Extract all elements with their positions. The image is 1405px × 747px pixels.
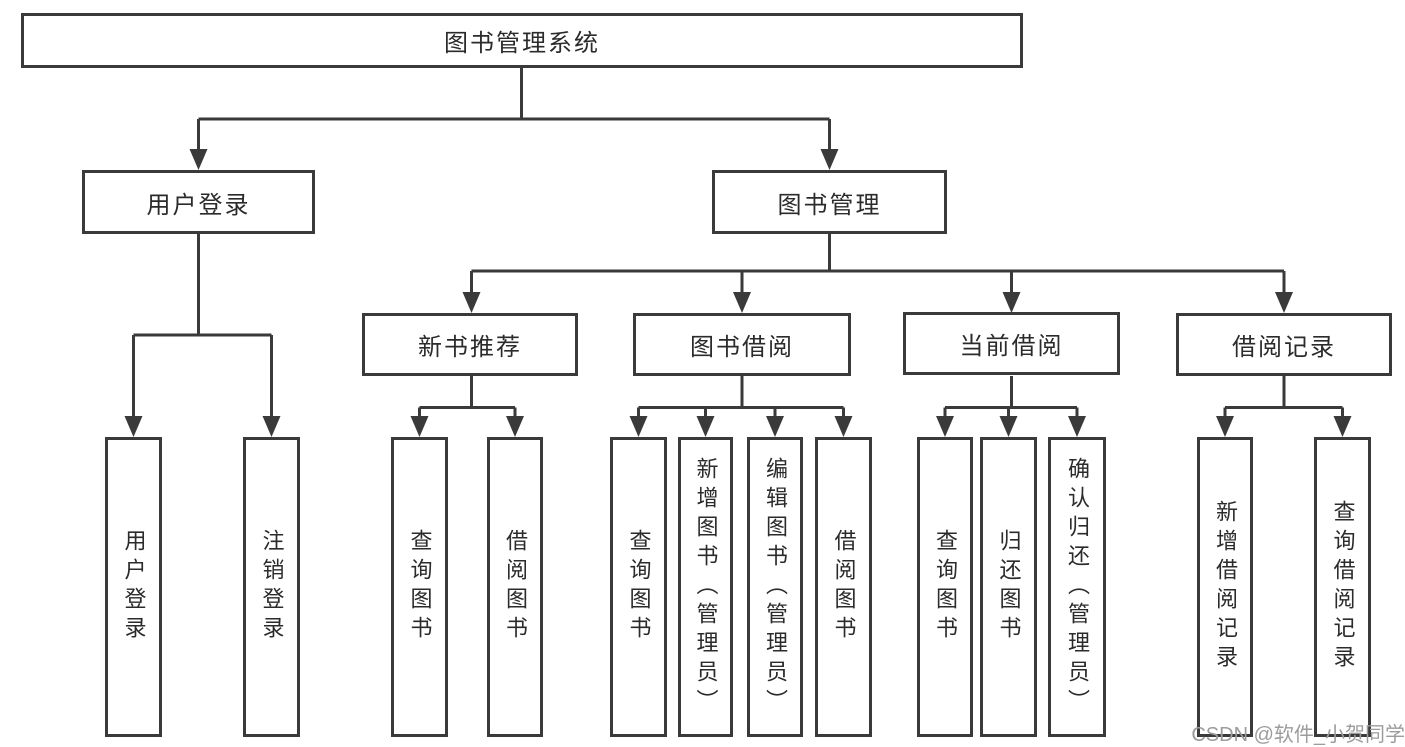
leaf-confirm-return-admin: 确认归还（管理员） <box>1048 437 1106 737</box>
leaf-label: 注销登录 <box>259 529 285 645</box>
leaf-query-borrow-record: 查询借阅记录 <box>1314 437 1371 737</box>
leaf-label: 查询图书 <box>933 529 958 645</box>
arrowhead-icon <box>766 416 784 437</box>
edge-current-borrow-to-children <box>936 376 1086 437</box>
leaf-label: 查询图书 <box>626 529 652 645</box>
leaf-borrow-books: 借阅图书 <box>815 437 872 737</box>
arrowhead-icon <box>189 149 208 170</box>
connector-lines <box>470 234 1286 295</box>
leaf-borrow-books-recommend: 借阅图书 <box>487 437 543 737</box>
arrowhead-icon <box>1068 416 1086 437</box>
leaf-query-books-recommend: 查询图书 <box>391 437 448 737</box>
leaf-label: 借阅图书 <box>831 529 857 645</box>
edge-book-management-to-level3 <box>462 234 1293 313</box>
edge-borrow-records-to-children <box>1216 376 1352 437</box>
arrowhead-icon <box>462 292 481 313</box>
node-user-login: 用户登录 <box>82 170 315 234</box>
leaf-user-login: 用户登录 <box>105 437 162 737</box>
arrowhead-icon <box>696 416 715 437</box>
leaf-label: 用户登录 <box>121 529 147 645</box>
leaf-add-borrow-record: 新增借阅记录 <box>1197 437 1253 737</box>
node-new-book-recommend: 新书推荐 <box>362 313 578 376</box>
leaf-logout: 注销登录 <box>243 437 300 737</box>
arrowhead-icon <box>999 416 1018 437</box>
arrowhead-icon <box>262 416 281 437</box>
edge-root-to-level2 <box>189 68 839 170</box>
connector-lines <box>943 376 1079 419</box>
leaf-edit-books-admin: 编辑图书（管理员） <box>747 437 803 737</box>
leaf-label: 新增图书（管理员） <box>693 456 719 718</box>
arrowhead-icon <box>1216 416 1234 437</box>
leaf-label: 确认归还（管理员） <box>1065 456 1090 718</box>
arrowhead-icon <box>1333 416 1352 437</box>
arrowhead-icon <box>733 292 751 313</box>
leaf-label: 归还图书 <box>996 529 1022 645</box>
node-book-borrow: 图书借阅 <box>633 313 851 376</box>
watermark: CSDN @软件_小贺同学 <box>1191 724 1405 746</box>
connector-lines <box>132 234 273 419</box>
connector-lines <box>197 68 831 152</box>
arrowhead-icon <box>506 416 524 437</box>
leaf-query-books-current: 查询图书 <box>917 437 973 737</box>
arrowhead-icon <box>936 416 954 437</box>
arrowhead-icon <box>410 416 429 437</box>
leaf-query-books-borrow: 查询图书 <box>610 437 667 737</box>
arrowhead-icon <box>834 416 853 437</box>
leaf-label: 查询图书 <box>407 529 433 645</box>
arrowhead-icon <box>629 416 648 437</box>
arrowhead-icon <box>1002 292 1021 313</box>
leaf-return-books: 归还图书 <box>980 437 1037 737</box>
node-borrow-records: 借阅记录 <box>1176 313 1392 376</box>
arrowhead-icon <box>124 416 143 437</box>
edge-book-borrow-to-children <box>629 376 853 437</box>
leaf-label: 查询借阅记录 <box>1330 500 1356 674</box>
arrowhead-icon <box>820 149 839 170</box>
connector-lines <box>1223 376 1344 419</box>
node-current-borrow: 当前借阅 <box>903 312 1120 375</box>
node-library-management-system: 图书管理系统 <box>21 13 1023 68</box>
connector-lines <box>637 376 845 419</box>
connector-lines <box>418 376 517 419</box>
edge-user-login-to-children <box>124 234 281 437</box>
leaf-label: 新增借阅记录 <box>1213 500 1238 674</box>
arrowhead-icon <box>1275 292 1293 313</box>
leaf-add-books-admin: 新增图书（管理员） <box>678 437 733 737</box>
leaf-label: 编辑图书（管理员） <box>763 456 788 718</box>
edge-new-book-recommend-to-children <box>410 376 524 437</box>
node-book-management: 图书管理 <box>712 170 947 234</box>
leaf-label: 借阅图书 <box>503 529 528 645</box>
